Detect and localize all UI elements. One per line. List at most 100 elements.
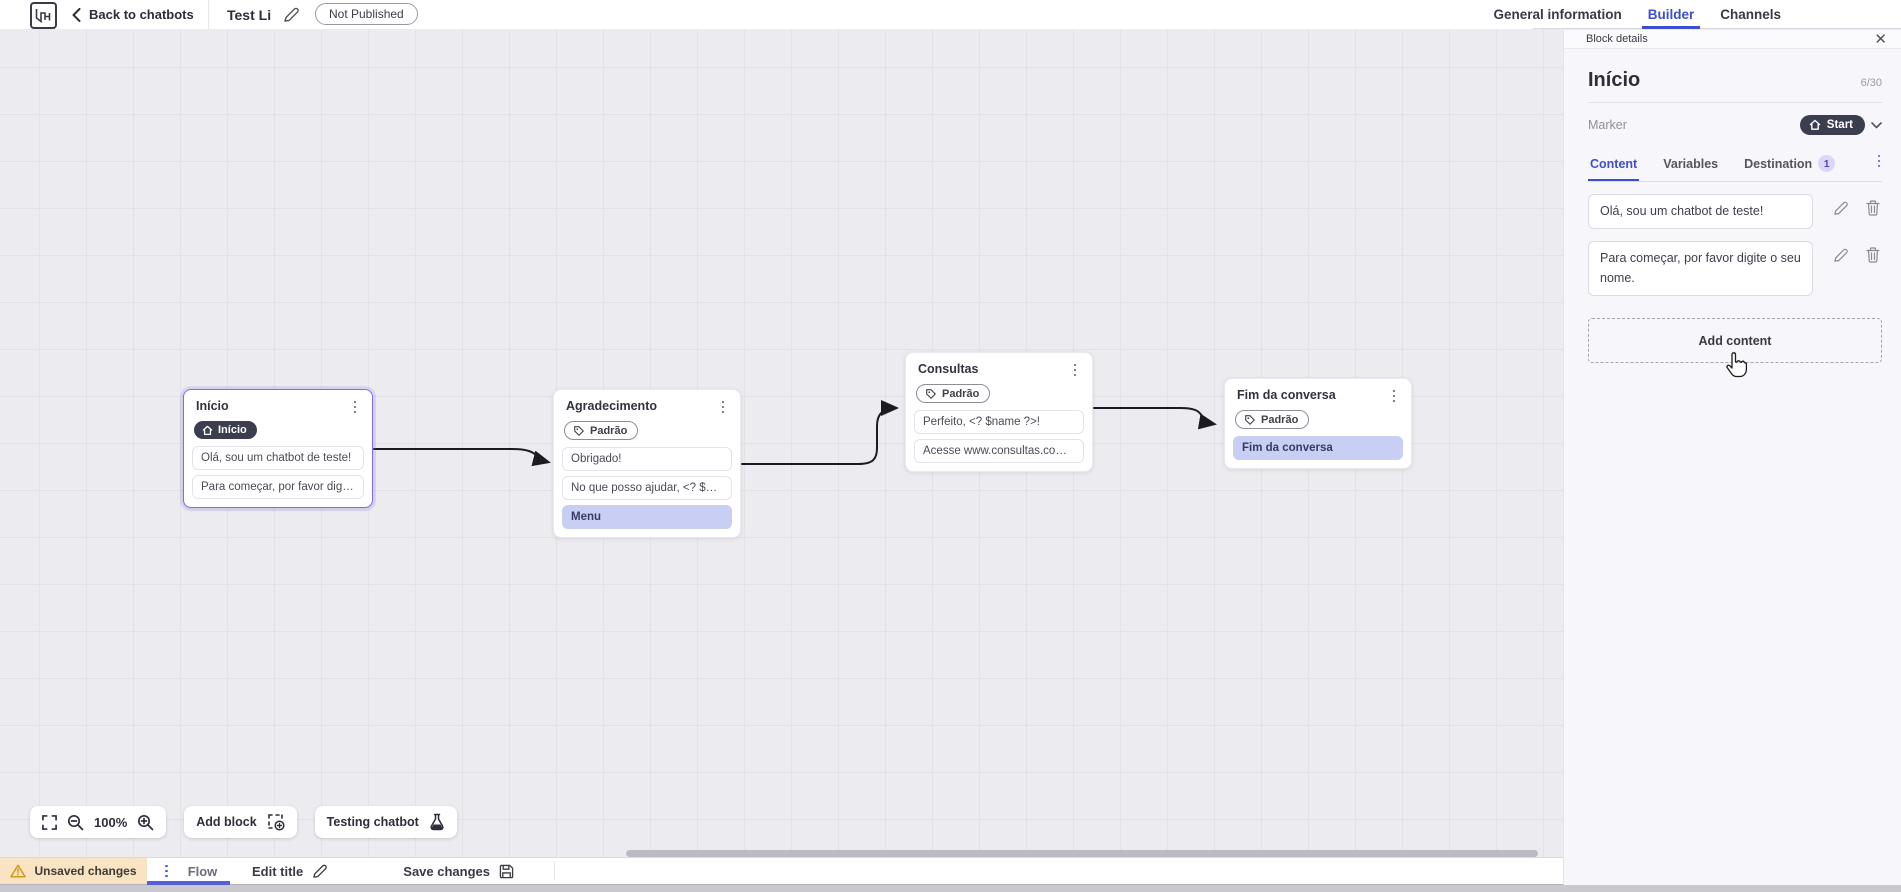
panel-header: Block details ✕ [1564, 30, 1901, 49]
content-item: Olá, sou um chatbot de teste! [1588, 194, 1882, 230]
add-block-label: Add block [196, 815, 257, 829]
flow-title-group: Test Li [227, 0, 299, 29]
top-header: Back to chatbots Test Li Not Published G… [0, 0, 1901, 30]
destination-count-badge: 1 [1818, 155, 1836, 172]
edit-title-button[interactable]: Edit title [230, 858, 349, 884]
char-counter: 6/30 [1860, 77, 1882, 89]
canvas-controls: 100% Add block Testing chatbot [30, 806, 457, 838]
zoom-controls: 100% [30, 806, 167, 838]
content-text-card[interactable]: Para começar, por favor digite o seu nom… [1588, 241, 1813, 297]
back-label: Back to chatbots [89, 7, 194, 22]
pencil-icon [313, 864, 328, 878]
chevron-left-icon [72, 7, 81, 22]
add-block-button[interactable]: Add block [184, 806, 297, 838]
warning-triangle-icon [10, 864, 27, 878]
tab-general-information[interactable]: General information [1493, 6, 1622, 22]
node-title: Consultas [918, 362, 979, 376]
node-menu-kebab-icon[interactable] [348, 399, 362, 415]
save-changes-button[interactable]: Save changes [381, 858, 536, 884]
start-marker-badge: Início [194, 421, 257, 439]
zoom-out-icon[interactable] [67, 814, 84, 831]
bottom-scroll-strip[interactable] [0, 884, 1901, 892]
node-content-row[interactable]: No que posso ajudar, <? $name ... [562, 475, 732, 500]
app-logo-icon[interactable] [30, 2, 57, 29]
tag-icon [574, 425, 584, 436]
flow-canvas[interactable]: Início Início Olá, sou um chatbot de tes… [0, 30, 1563, 858]
mouse-hand-cursor [1726, 352, 1748, 378]
edge-inicio-agradecimento [373, 448, 551, 467]
tab-content[interactable]: Content [1588, 157, 1640, 181]
zoom-level: 100% [94, 814, 128, 830]
marker-start-pill[interactable]: Start [1799, 115, 1865, 135]
home-icon [1809, 119, 1820, 130]
delete-trash-icon[interactable] [1866, 247, 1880, 263]
edit-pencil-icon[interactable] [1833, 201, 1848, 216]
bottom-bar: Unsaved changes Flow Edit title Save cha… [0, 857, 1563, 885]
content-item: Para começar, por favor digite o seu nom… [1588, 241, 1882, 297]
node-title: Agradecimento [566, 399, 657, 413]
close-icon[interactable]: ✕ [1874, 30, 1887, 48]
panel-tabs-kebab-icon[interactable] [1872, 153, 1886, 169]
node-content-row[interactable]: Para começar, por favor digite o ... [192, 474, 364, 499]
node-title: Início [196, 399, 229, 413]
node-content-row[interactable]: Perfeito, <? $name ?>! [914, 409, 1084, 434]
panel-title: Block details [1586, 33, 1648, 45]
node-consultas[interactable]: Consultas Padrão Perfeito, <? $name ?>! … [905, 352, 1093, 472]
tab-builder[interactable]: Builder [1641, 0, 1700, 29]
status-badge: Not Published [315, 3, 418, 25]
node-fim-da-conversa[interactable]: Fim da conversa Padrão Fim da conversa [1224, 378, 1412, 469]
back-to-chatbots-button[interactable]: Back to chatbots [72, 0, 194, 29]
marker-row: Marker Start [1588, 115, 1882, 135]
flask-icon [430, 813, 444, 831]
flow-kebab-icon[interactable] [160, 863, 174, 879]
home-icon [202, 425, 213, 435]
tag-icon [1245, 414, 1255, 425]
header-divider [208, 0, 209, 29]
zoom-in-icon[interactable] [137, 814, 154, 831]
footer-divider [554, 862, 555, 880]
node-menu-kebab-icon[interactable] [1068, 362, 1082, 378]
node-menu-kebab-icon[interactable] [1387, 388, 1401, 404]
panel-tabs: Content Variables Destination 1 [1588, 154, 1882, 182]
block-title-row: Início 6/30 [1588, 69, 1882, 103]
unsaved-changes-indicator: Unsaved changes [0, 858, 147, 884]
node-content-row[interactable]: Acesse www.consultas.com par... [914, 438, 1084, 463]
tag-icon [926, 388, 936, 399]
node-title: Fim da conversa [1237, 388, 1336, 402]
delete-trash-icon[interactable] [1866, 200, 1880, 216]
testing-chatbot-button[interactable]: Testing chatbot [314, 806, 457, 838]
tab-variables[interactable]: Variables [1663, 156, 1719, 171]
edit-pencil-icon[interactable] [1833, 248, 1848, 263]
testing-chatbot-label: Testing chatbot [326, 815, 419, 829]
fit-screen-icon[interactable] [42, 814, 57, 830]
node-content-row[interactable]: Obrigado! [562, 446, 732, 471]
edge-agradecimento-consultas [741, 400, 899, 465]
tab-destination[interactable]: Destination 1 [1742, 155, 1837, 181]
padrao-marker-badge: Padrão [1235, 410, 1310, 429]
edit-title-pencil-icon[interactable] [283, 7, 299, 23]
canvas-horizontal-scrollbar[interactable] [626, 850, 1538, 857]
block-name-field[interactable]: Início [1588, 69, 1641, 91]
chevron-down-icon[interactable] [1871, 121, 1882, 129]
tab-channels[interactable]: Channels [1720, 6, 1781, 22]
padrao-marker-badge: Padrão [564, 421, 639, 440]
builder-nav-tabs: General information Builder Channels [1493, 0, 1901, 29]
add-block-icon [267, 814, 285, 831]
node-content-row[interactable]: Olá, sou um chatbot de teste! [192, 445, 364, 470]
content-text-card[interactable]: Olá, sou um chatbot de teste! [1588, 194, 1813, 230]
node-menu-row[interactable]: Menu [562, 504, 732, 529]
marker-label: Marker [1588, 118, 1627, 132]
flow-tab-label: Flow [187, 863, 218, 879]
padrao-marker-badge: Padrão [916, 384, 991, 403]
node-agradecimento[interactable]: Agradecimento Padrão Obrigado! No que po… [553, 389, 741, 538]
node-menu-kebab-icon[interactable] [716, 399, 730, 415]
logo-glyph [35, 9, 51, 23]
block-details-panel: Block details ✕ Início 6/30 Marker Start [1563, 30, 1901, 885]
node-inicio[interactable]: Início Início Olá, sou um chatbot de tes… [183, 389, 373, 508]
unsaved-changes-label: Unsaved changes [34, 864, 137, 878]
edge-consultas-fim [1093, 407, 1217, 430]
tab-flow[interactable]: Flow [147, 858, 230, 885]
flow-name: Test Li [227, 6, 272, 23]
node-end-row[interactable]: Fim da conversa [1233, 435, 1403, 460]
